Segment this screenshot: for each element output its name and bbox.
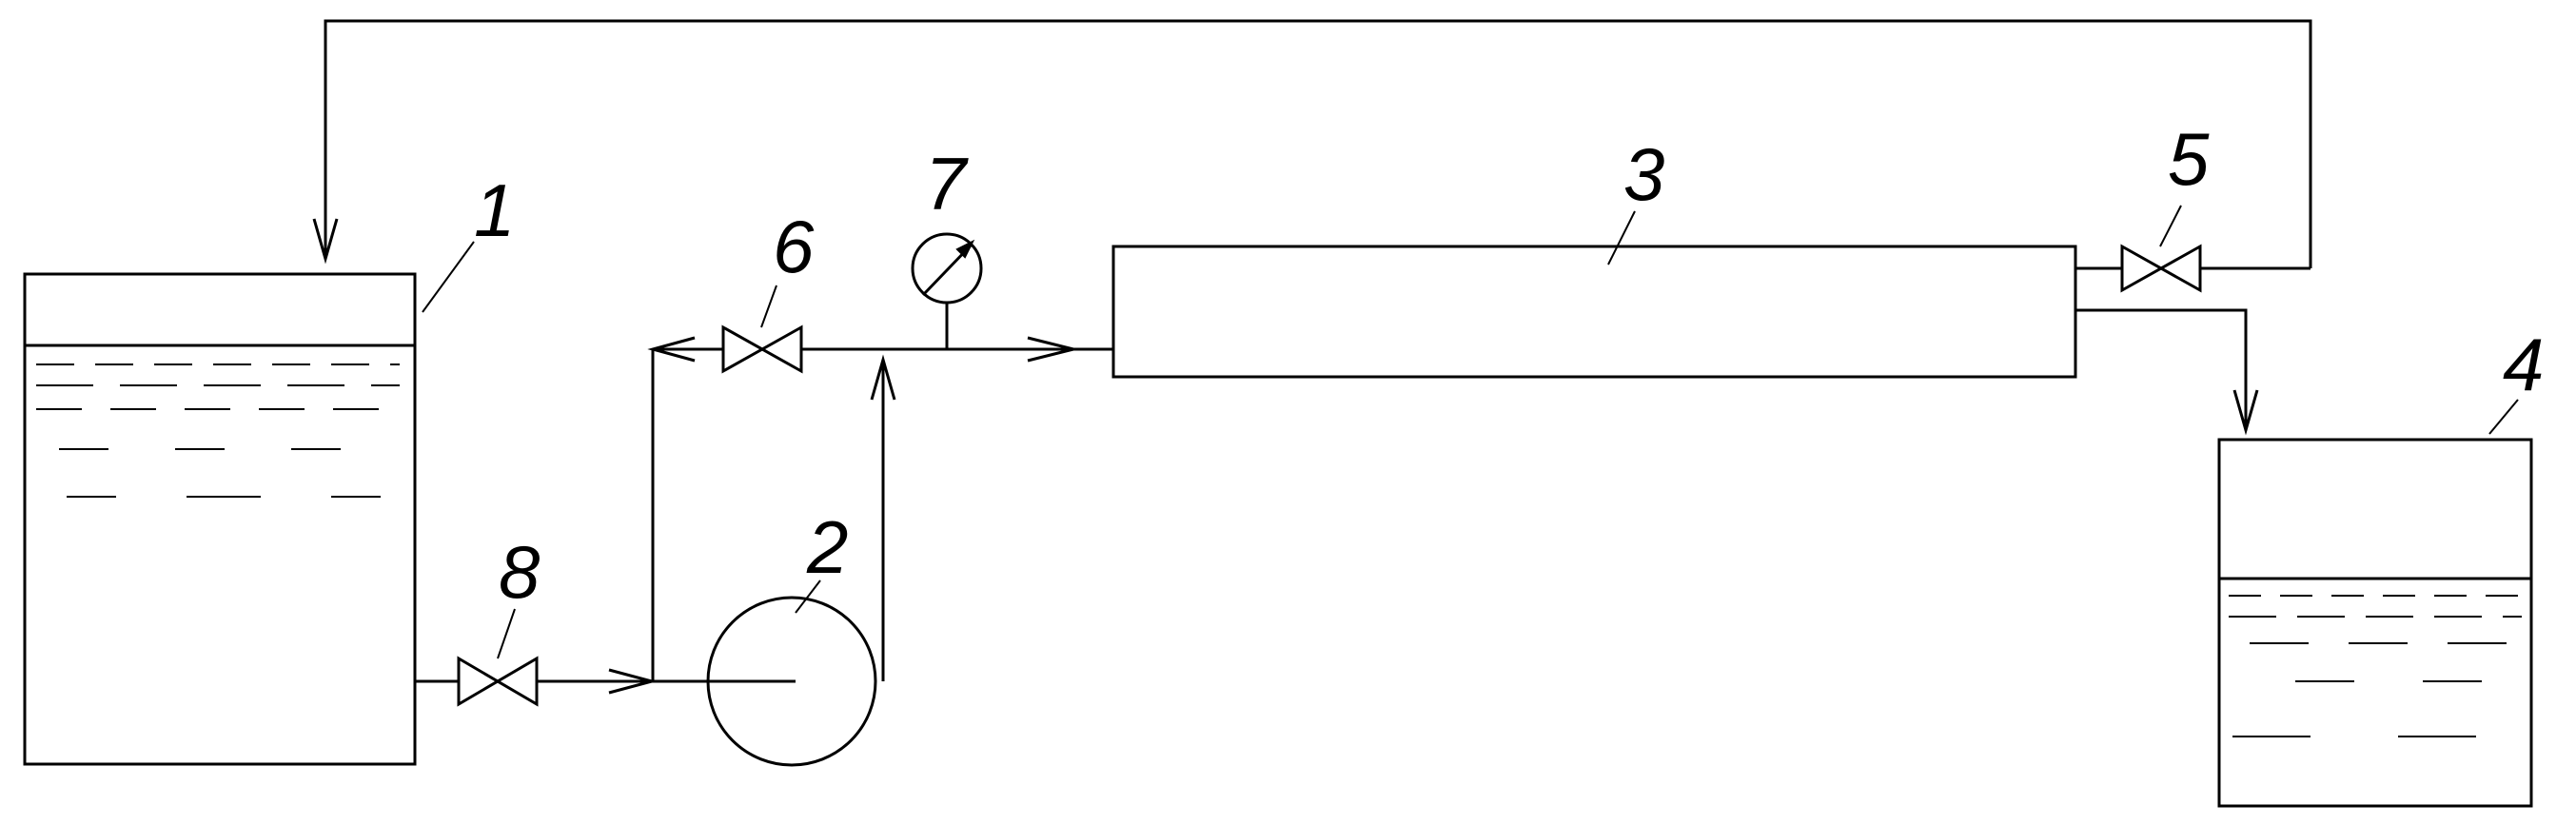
leader-tank-permeate xyxy=(2488,399,2519,435)
valve-8 xyxy=(457,656,539,707)
label-valve-6: 6 xyxy=(773,205,815,288)
arrow-pump-outlet xyxy=(870,354,896,401)
membrane-module xyxy=(1111,245,2077,379)
label-valve-5: 5 xyxy=(2168,117,2210,201)
arrow-permeate-into-tank xyxy=(2232,389,2259,436)
label-tank-feed: 1 xyxy=(474,168,515,252)
leader-valve-5 xyxy=(2159,205,2182,247)
label-tank-permeate: 4 xyxy=(2503,323,2544,406)
leader-pump xyxy=(795,579,821,614)
label-membrane-module: 3 xyxy=(1623,132,1664,216)
pipe-permeate xyxy=(2075,308,2248,430)
arrow-recycle-into-tank xyxy=(312,218,339,265)
pipe-recycle-loop xyxy=(324,19,2312,268)
permeate-tank xyxy=(2217,438,2533,808)
leader-valve-6 xyxy=(760,285,777,328)
arrow-main-feed xyxy=(1027,336,1074,363)
label-pump: 2 xyxy=(806,505,848,589)
feed-tank xyxy=(23,272,417,766)
valve-6 xyxy=(721,324,803,374)
pressure-gauge xyxy=(911,232,983,349)
leader-tank-feed xyxy=(422,241,475,313)
pump xyxy=(706,596,877,767)
leader-valve-8 xyxy=(497,608,516,659)
valve-5 xyxy=(2120,244,2202,293)
leader-membrane-module xyxy=(1607,210,1636,265)
label-pressure-gauge: 7 xyxy=(925,142,969,226)
arrow-bypass-return xyxy=(647,336,696,363)
label-valve-8: 8 xyxy=(499,530,540,614)
